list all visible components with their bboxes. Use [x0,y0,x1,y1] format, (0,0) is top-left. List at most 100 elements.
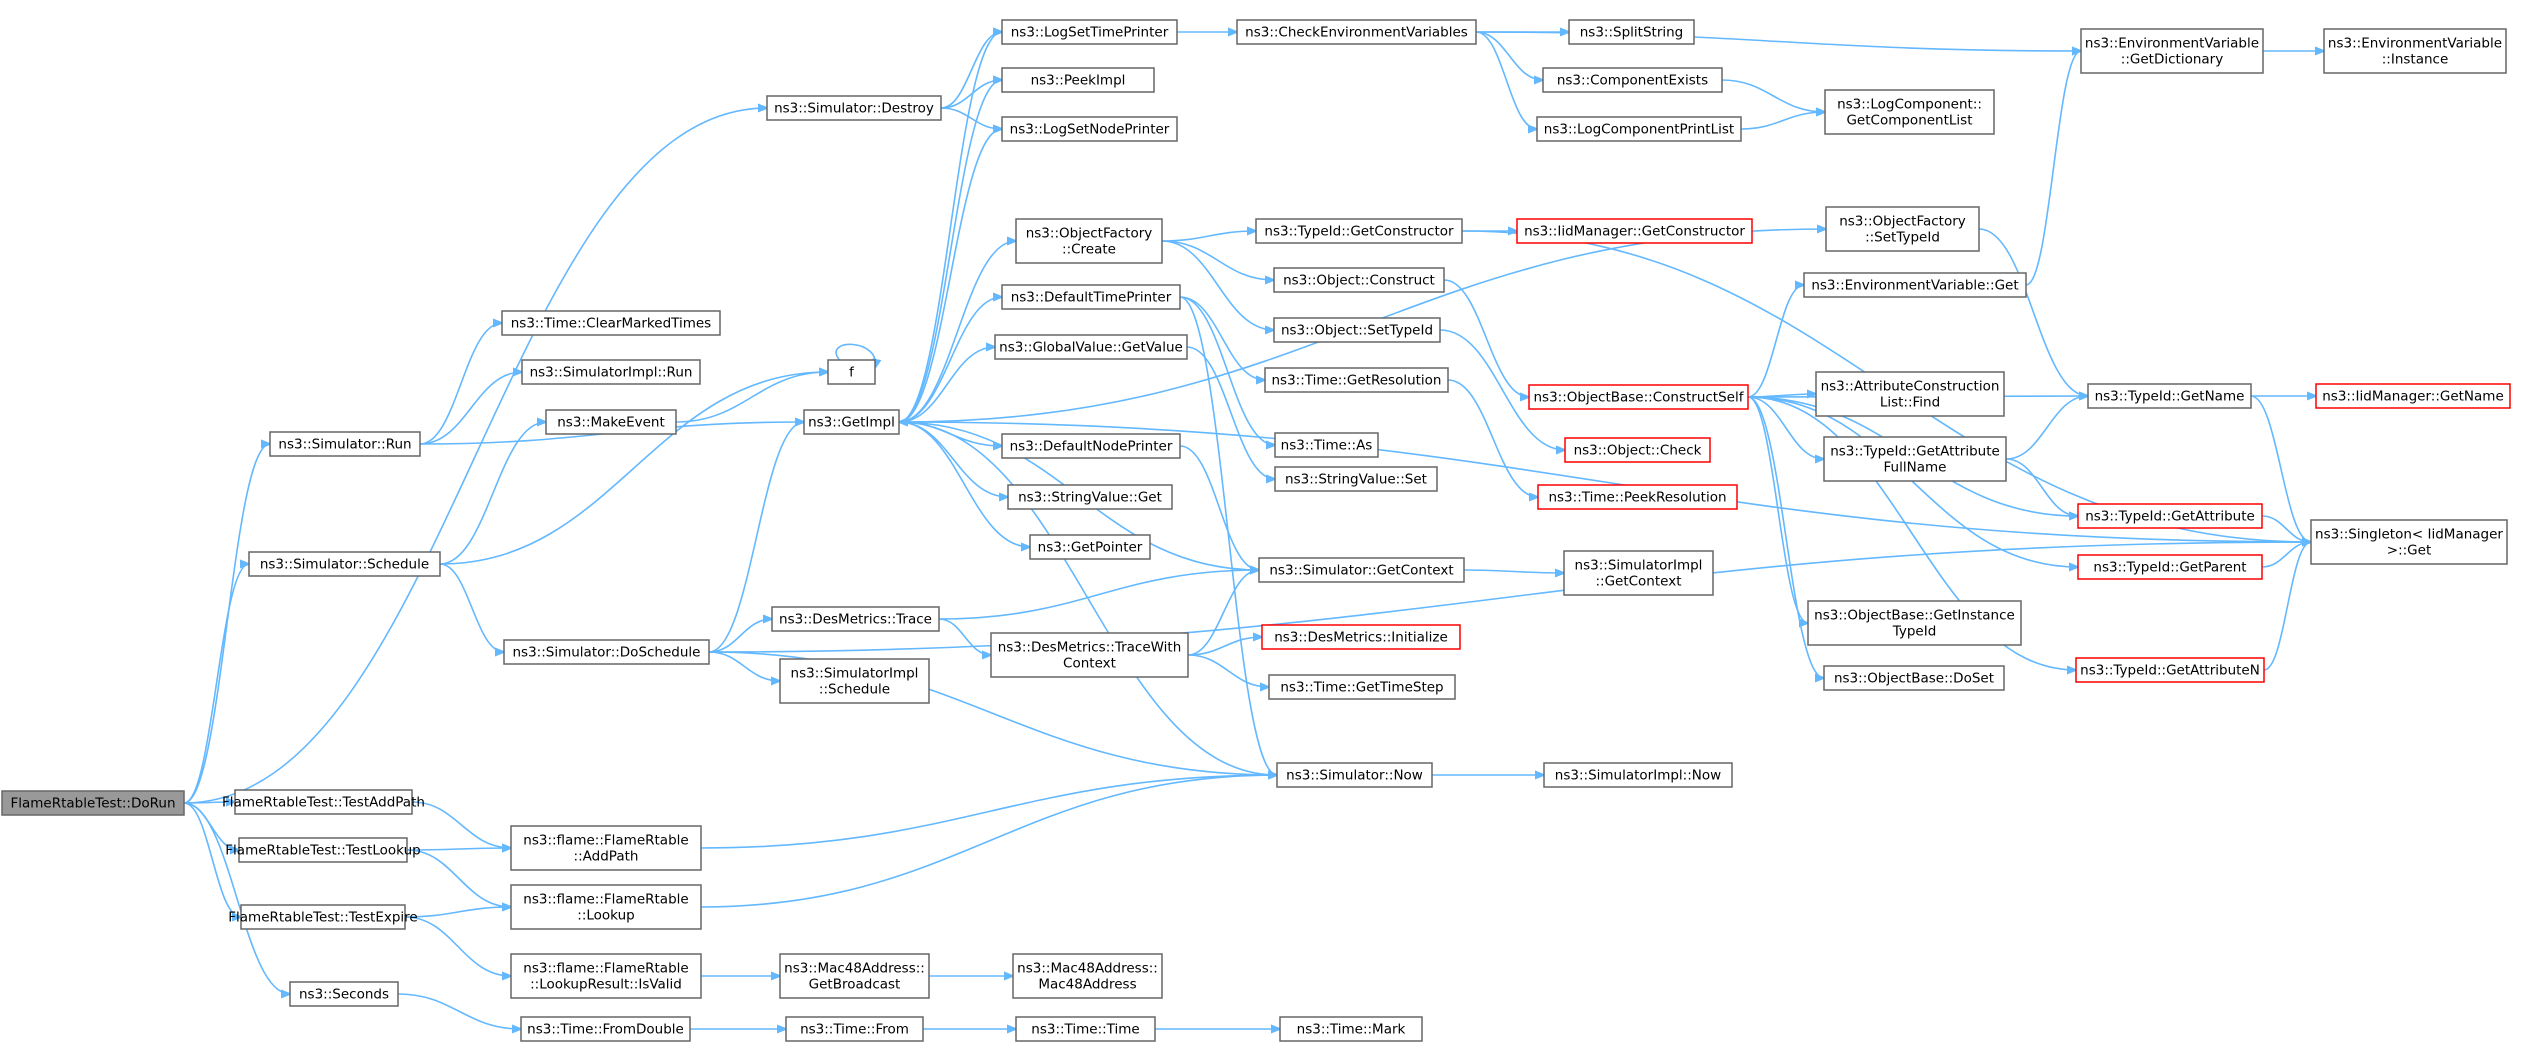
node-desmtrace[interactable]: ns3::DesMetrics::Trace [771,606,940,632]
node-lookupisvalid[interactable]: ns3::flame::FlameRtable::LookupResult::I… [510,953,702,999]
node-label: ns3::AttributeConstruction [1821,379,2000,395]
node-simschedule[interactable]: ns3::Simulator::Schedule [248,551,441,577]
edge-getimpl-to-deftimeprinter [898,297,1002,423]
node-label: ns3::Object::Check [1574,443,1702,459]
node-singletonget[interactable]: ns3::Singleton< IidManager >::Get [2310,519,2508,565]
node-box [1823,665,2005,691]
node-objfactsettypeid[interactable]: ns3::ObjectFactory::SetTypeId [1825,206,1980,252]
node-flameaddpath[interactable]: ns3::flame::FlameRtable::AddPath [510,825,702,871]
node-globalvalue[interactable]: ns3::GlobalValue::GetValue [994,334,1188,360]
edge-checkenv-to-logcompprint [1475,31,1537,129]
node-deftimeprinter[interactable]: ns3::DefaultTimePrinter [1001,284,1181,310]
node-timeas[interactable]: ns3::Time::As [1274,432,1379,458]
node-label: ns3::SimulatorImpl [1575,558,1703,574]
node-simnow[interactable]: ns3::Simulator::Now [1276,762,1433,788]
node-box [510,825,702,871]
node-envget[interactable]: ns3::EnvironmentVariable::Get [1803,272,2027,298]
node-envinstance[interactable]: ns3::EnvironmentVariable::Instance [2323,28,2507,74]
node-objbasedoset[interactable]: ns3::ObjectBase::DoSet [1823,665,2005,691]
node-label: ns3::Time::ClearMarkedTimes [511,316,711,332]
node-timemark[interactable]: ns3::Time::Mark [1279,1016,1423,1042]
node-objconstruct[interactable]: ns3::Object::Construct [1273,267,1445,293]
node-defnodeprinter[interactable]: ns3::DefaultNodePrinter [1001,433,1181,459]
edge-objfactsettypeid-to-typeidgetname [1978,228,2088,396]
node-timefromdouble[interactable]: ns3::Time::FromDouble [520,1016,691,1042]
node-splitstring[interactable]: ns3::SplitString [1568,19,1695,45]
node-objcheck[interactable]: ns3::Object::Check [1564,437,1711,463]
node-testaddpath[interactable]: FlameRtableTest::TestAddPath [222,789,425,815]
node-box [1273,317,1441,343]
node-dorun[interactable]: FlameRtableTest::DoRun [1,790,185,816]
node-seconds[interactable]: ns3::Seconds [289,981,399,1007]
node-iidgetctor[interactable]: ns3::IidManager::GetConstructor [1516,218,1753,244]
node-makeevent[interactable]: ns3::MakeEvent [545,409,677,435]
edge-desmtracectx-to-timegetstep [1187,654,1269,687]
node-logcompget[interactable]: ns3::LogComponent::GetComponentList [1824,89,1995,135]
node-label: ns3::EnvironmentVariable [2328,36,2502,52]
node-timepeekres[interactable]: ns3::Time::PeekResolution [1537,484,1738,510]
node-clearmarked[interactable]: ns3::Time::ClearMarkedTimes [501,310,721,336]
edge-getimpl-to-getpointer [898,421,1030,547]
node-box [1001,116,1178,142]
node-stringvalueset[interactable]: ns3::StringValue::Set [1274,466,1438,492]
node-simrun[interactable]: ns3::Simulator::Run [269,431,421,457]
node-peekimpl[interactable]: ns3::PeekImpl [1001,67,1155,93]
node-typeidgetctor[interactable]: ns3::TypeId::GetConstructor [1255,218,1463,244]
node-getimpl[interactable]: ns3::GetImpl [803,409,900,435]
node-logsetnode[interactable]: ns3::LogSetNodePrinter [1001,116,1178,142]
node-simimplschedule[interactable]: ns3::SimulatorImpl::Schedule [779,658,930,704]
node-typeidgetattrn[interactable]: ns3::TypeId::GetAttributeN [2075,657,2265,683]
node-simimplnow[interactable]: ns3::SimulatorImpl::Now [1543,762,1733,788]
node-timegetstep[interactable]: ns3::Time::GetTimeStep [1268,674,1456,700]
node-iidgetname[interactable]: ns3::IidManager::GetName [2315,383,2511,409]
node-simimplgetctx[interactable]: ns3::SimulatorImpl::GetContext [1563,550,1714,596]
node-label: ns3::StringValue::Get [1018,490,1162,506]
node-typeidgetparent[interactable]: ns3::TypeId::GetParent [2077,554,2263,580]
node-box [1528,384,1749,410]
node-desminit[interactable]: ns3::DesMetrics::Initialize [1261,624,1461,650]
node-flamelookup[interactable]: ns3::flame::FlameRtable::Lookup [510,884,702,930]
node-logcompprint[interactable]: ns3::LogComponentPrintList [1536,116,1742,142]
edge-simnow-to-getimpl [899,422,1278,776]
node-label: List::Find [1880,395,1940,411]
node-label: ns3::SimulatorImpl::Run [530,365,693,381]
node-label: ns3::DesMetrics::TraceWith [998,640,1182,656]
edge-getimpl-to-globalvalue [898,347,995,423]
node-simgetcontext[interactable]: ns3::Simulator::GetContext [1258,557,1465,583]
edge-destroy-to-logsetnode [940,107,1002,129]
node-checkenv[interactable]: ns3::CheckEnvironmentVariables [1236,19,1477,45]
node-compexists[interactable]: ns3::ComponentExists [1542,67,1723,93]
node-typeidgetattr[interactable]: ns3::TypeId::GetAttribute [2077,503,2263,529]
node-macctor[interactable]: ns3::Mac48Address::Mac48Address [1012,953,1163,999]
node-testexpire[interactable]: FlameRtableTest::TestExpire [228,904,418,930]
node-logsettime[interactable]: ns3::LogSetTimePrinter [1001,19,1178,45]
edge-getimpl-to-singletonget [898,421,2311,542]
node-objfactcreate[interactable]: ns3::ObjectFactory::Create [1015,218,1163,264]
node-label: ns3::DefaultTimePrinter [1011,290,1172,306]
node-timetime[interactable]: ns3::Time::Time [1015,1016,1156,1042]
node-box [1255,218,1463,244]
node-objsettypeid[interactable]: ns3::Object::SetTypeId [1273,317,1441,343]
node-box [1825,206,1980,252]
node-f[interactable]: f [827,359,876,385]
node-macgetbcast[interactable]: ns3::Mac48Address::GetBroadcast [779,953,930,999]
node-timegetres[interactable]: ns3::Time::GetResolution [1264,367,1449,393]
node-envdict[interactable]: ns3::EnvironmentVariable::GetDictionary [2080,28,2264,74]
node-testlookup[interactable]: FlameRtableTest::TestLookup [225,837,421,863]
node-stringvalueget[interactable]: ns3::StringValue::Get [1007,484,1173,510]
node-label: Mac48Address [1038,977,1136,993]
node-simimplrun[interactable]: ns3::SimulatorImpl::Run [521,359,701,385]
node-objbasecs[interactable]: ns3::ObjectBase::ConstructSelf [1528,384,1749,410]
node-getpointer[interactable]: ns3::GetPointer [1029,534,1151,560]
node-timefrom[interactable]: ns3::Time::From [785,1016,924,1042]
node-simdoschedule[interactable]: ns3::Simulator::DoSchedule [503,639,710,665]
edge-getimpl-to-logsettime [898,32,1002,423]
node-destroy[interactable]: ns3::Simulator::Destroy [766,95,942,121]
node-box [1274,466,1438,492]
node-box [1015,1016,1156,1042]
node-typeidgetname[interactable]: ns3::TypeId::GetName [2087,383,2252,409]
